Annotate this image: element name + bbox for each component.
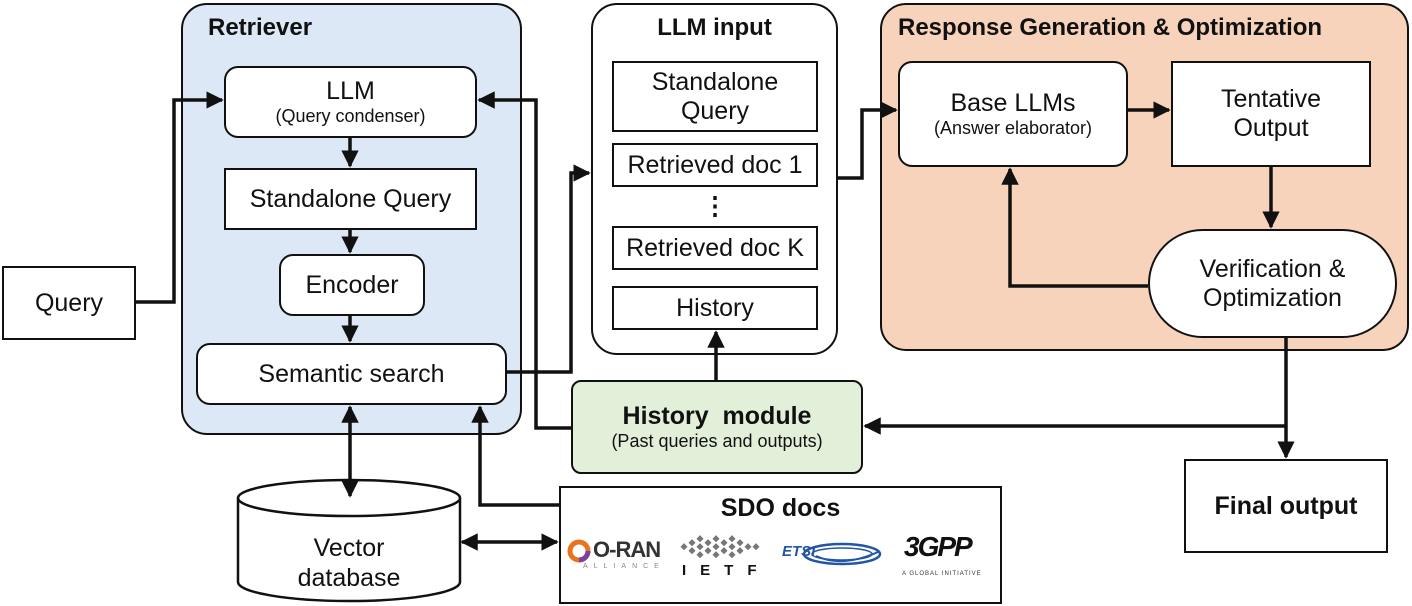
- encoder-label: Encoder: [305, 270, 399, 299]
- tentative-line2: Output: [1233, 114, 1309, 142]
- history-module-title: History module: [622, 401, 812, 430]
- history-module-sub: (Past queries and outputs): [611, 430, 823, 451]
- oran-logo-name: O-RAN: [593, 537, 661, 562]
- input-sq-line1: Standalone: [651, 67, 779, 96]
- etsi-logo-graphic: [802, 542, 882, 566]
- oran-logo-graphic: [567, 539, 591, 563]
- oran-logo-sub: ALLIANCE: [583, 563, 665, 570]
- sdo-docs-title: SDO docs: [720, 494, 841, 522]
- 3gpp-logo-name: 3GPP: [904, 531, 973, 562]
- verification-box: Verification & Optimization: [1148, 229, 1397, 338]
- verification-line1: Verification &: [1199, 254, 1346, 283]
- sdo-docs-box: SDO docs: [559, 486, 1002, 604]
- tentative-output-box: Tentative Output: [1171, 61, 1371, 167]
- history-module: History module (Past queries and outputs…: [571, 380, 863, 474]
- history-box: History: [612, 286, 818, 330]
- 3gpp-logo: 3GPP A GLOBAL INITIATIVE: [898, 531, 992, 583]
- verification-line2: Optimization: [1203, 283, 1342, 312]
- ietf-logo-name: IETF: [682, 562, 771, 579]
- vector-db-line2: database: [297, 564, 401, 592]
- ellipsis-dots: ⋮: [702, 192, 728, 220]
- ietf-logo-graphic: [680, 535, 760, 559]
- input-sq-line2: Query: [680, 96, 750, 125]
- query-label: Query: [34, 288, 104, 317]
- history-label: History: [676, 293, 754, 322]
- standalone-query-box: Standalone Query: [224, 168, 477, 230]
- llm-query-condenser: LLM (Query condenser): [224, 66, 477, 138]
- encoder-box: Encoder: [279, 254, 425, 316]
- etsi-logo-name: ETSI: [782, 543, 816, 560]
- vector-db-line1: Vector: [313, 534, 385, 562]
- input-standalone-query: Standalone Query: [612, 61, 818, 132]
- tentative-line1: Tentative: [1220, 85, 1322, 114]
- retrieved-doc-k-label: Retrieved doc K: [626, 233, 804, 262]
- llm-sub: (Query condenser): [275, 105, 426, 126]
- standalone-query-label: Standalone Query: [249, 184, 452, 213]
- llm-label: LLM: [326, 76, 375, 105]
- vector-database: [236, 478, 462, 603]
- retrieved-doc-k: Retrieved doc K: [612, 226, 818, 270]
- base-llms-label: Base LLMs: [950, 88, 1076, 117]
- ietf-logo: IETF: [678, 532, 766, 582]
- semantic-search-box: Semantic search: [196, 343, 507, 405]
- semantic-search-label: Semantic search: [258, 359, 445, 388]
- llm-input-title: LLM input: [657, 14, 772, 41]
- final-output-label: Final output: [1214, 491, 1358, 520]
- 3gpp-logo-sub: A GLOBAL INITIATIVE: [902, 571, 982, 577]
- retriever-title: Retriever: [208, 14, 313, 41]
- query-box: Query: [2, 266, 136, 340]
- retrieved-doc-1-label: Retrieved doc 1: [627, 150, 803, 179]
- base-llms-box: Base LLMs (Answer elaborator): [898, 61, 1128, 167]
- retrieved-doc-1: Retrieved doc 1: [612, 143, 818, 187]
- etsi-logo: ETSI: [780, 538, 884, 570]
- oran-logo: O-RAN ALLIANCE: [567, 537, 667, 577]
- response-title: Response Generation & Optimization: [898, 14, 1323, 41]
- base-llms-sub: (Answer elaborator): [933, 117, 1093, 138]
- final-output-box: Final output: [1184, 459, 1388, 553]
